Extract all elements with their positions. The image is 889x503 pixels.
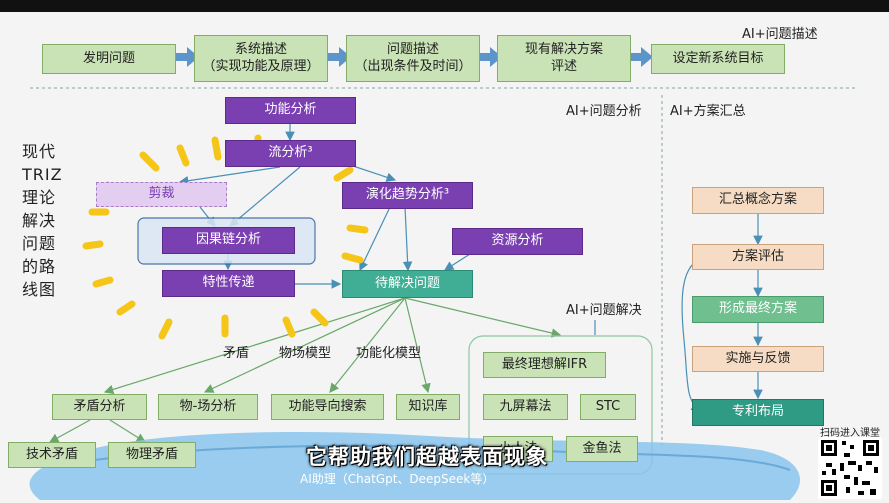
step-invention-problem: 发明问题 [42, 44, 176, 74]
model-label-contradiction: 矛盾 [223, 346, 250, 361]
tool-stc: STC [580, 394, 636, 420]
summary-patent: 专利布局 [692, 399, 824, 426]
sunburst-decoration [82, 134, 369, 340]
summary-implementation: 实施与反馈 [692, 346, 824, 372]
step-existing-solutions: 现有解决方案 评述 [497, 35, 631, 82]
summary-evaluation: 方案评估 [692, 244, 824, 270]
tool-technical-contradiction: 技术矛盾 [8, 442, 96, 468]
top-section-label: AI+问题描述 [742, 27, 818, 42]
video-subtitle: 它帮助我们超越表面现象 [306, 445, 548, 469]
node-resource-analysis: 资源分析 [452, 228, 583, 255]
roadmap-title: 现代 TRIZ 理论 解决 问题 的路 线图 [22, 142, 63, 299]
top-flow-arrows [175, 47, 653, 67]
qr-code[interactable] [818, 437, 882, 499]
step-new-system-goal: 设定新系统目标 [651, 44, 785, 74]
tool-little-people: 小人法 [483, 436, 553, 462]
node-function-analysis: 功能分析 [225, 97, 356, 124]
tool-physical-contradiction: 物理矛盾 [108, 442, 196, 468]
video-top-bar [0, 0, 889, 12]
tool-goldfish: 金鱼法 [566, 436, 638, 462]
summary-concepts: 汇总概念方案 [692, 187, 824, 214]
tool-knowledge-base: 知识库 [396, 394, 460, 420]
model-label-functional: 功能化模型 [356, 346, 422, 361]
tool-nine-screen: 九屏幕法 [483, 394, 568, 420]
node-evolution-trend: 演化趋势分析³ [342, 182, 473, 209]
node-problem-to-solve: 待解决问题 [342, 270, 473, 298]
solve-section-label: AI+问题解决 [566, 303, 642, 318]
node-flow-analysis: 流分析³ [225, 140, 356, 167]
video-caption: AI助理（ChatGpt、DeepSeek等） [300, 472, 495, 486]
node-cause-chain: 因果链分析 [162, 227, 295, 254]
tool-contradiction-analysis: 矛盾分析 [52, 394, 147, 420]
model-label-su-field: 物场模型 [279, 346, 332, 361]
tool-su-field-analysis: 物-场分析 [158, 394, 258, 420]
node-trimming: 剪裁 [96, 182, 227, 207]
step-system-description: 系统描述 （实现功能及原理） [194, 35, 328, 82]
analysis-section-label: AI+问题分析 [566, 104, 642, 119]
tool-function-search: 功能导向搜索 [271, 394, 384, 420]
node-feature-transfer: 特性传递 [162, 270, 295, 297]
tool-ifr: 最终理想解IFR [483, 352, 606, 378]
qr-label: 扫码进入课堂 [820, 428, 880, 439]
summary-final-solution: 形成最终方案 [692, 296, 824, 323]
step-problem-description: 问题描述 （出现条件及时间） [346, 35, 480, 82]
summary-section-label: AI+方案汇总 [670, 104, 746, 119]
